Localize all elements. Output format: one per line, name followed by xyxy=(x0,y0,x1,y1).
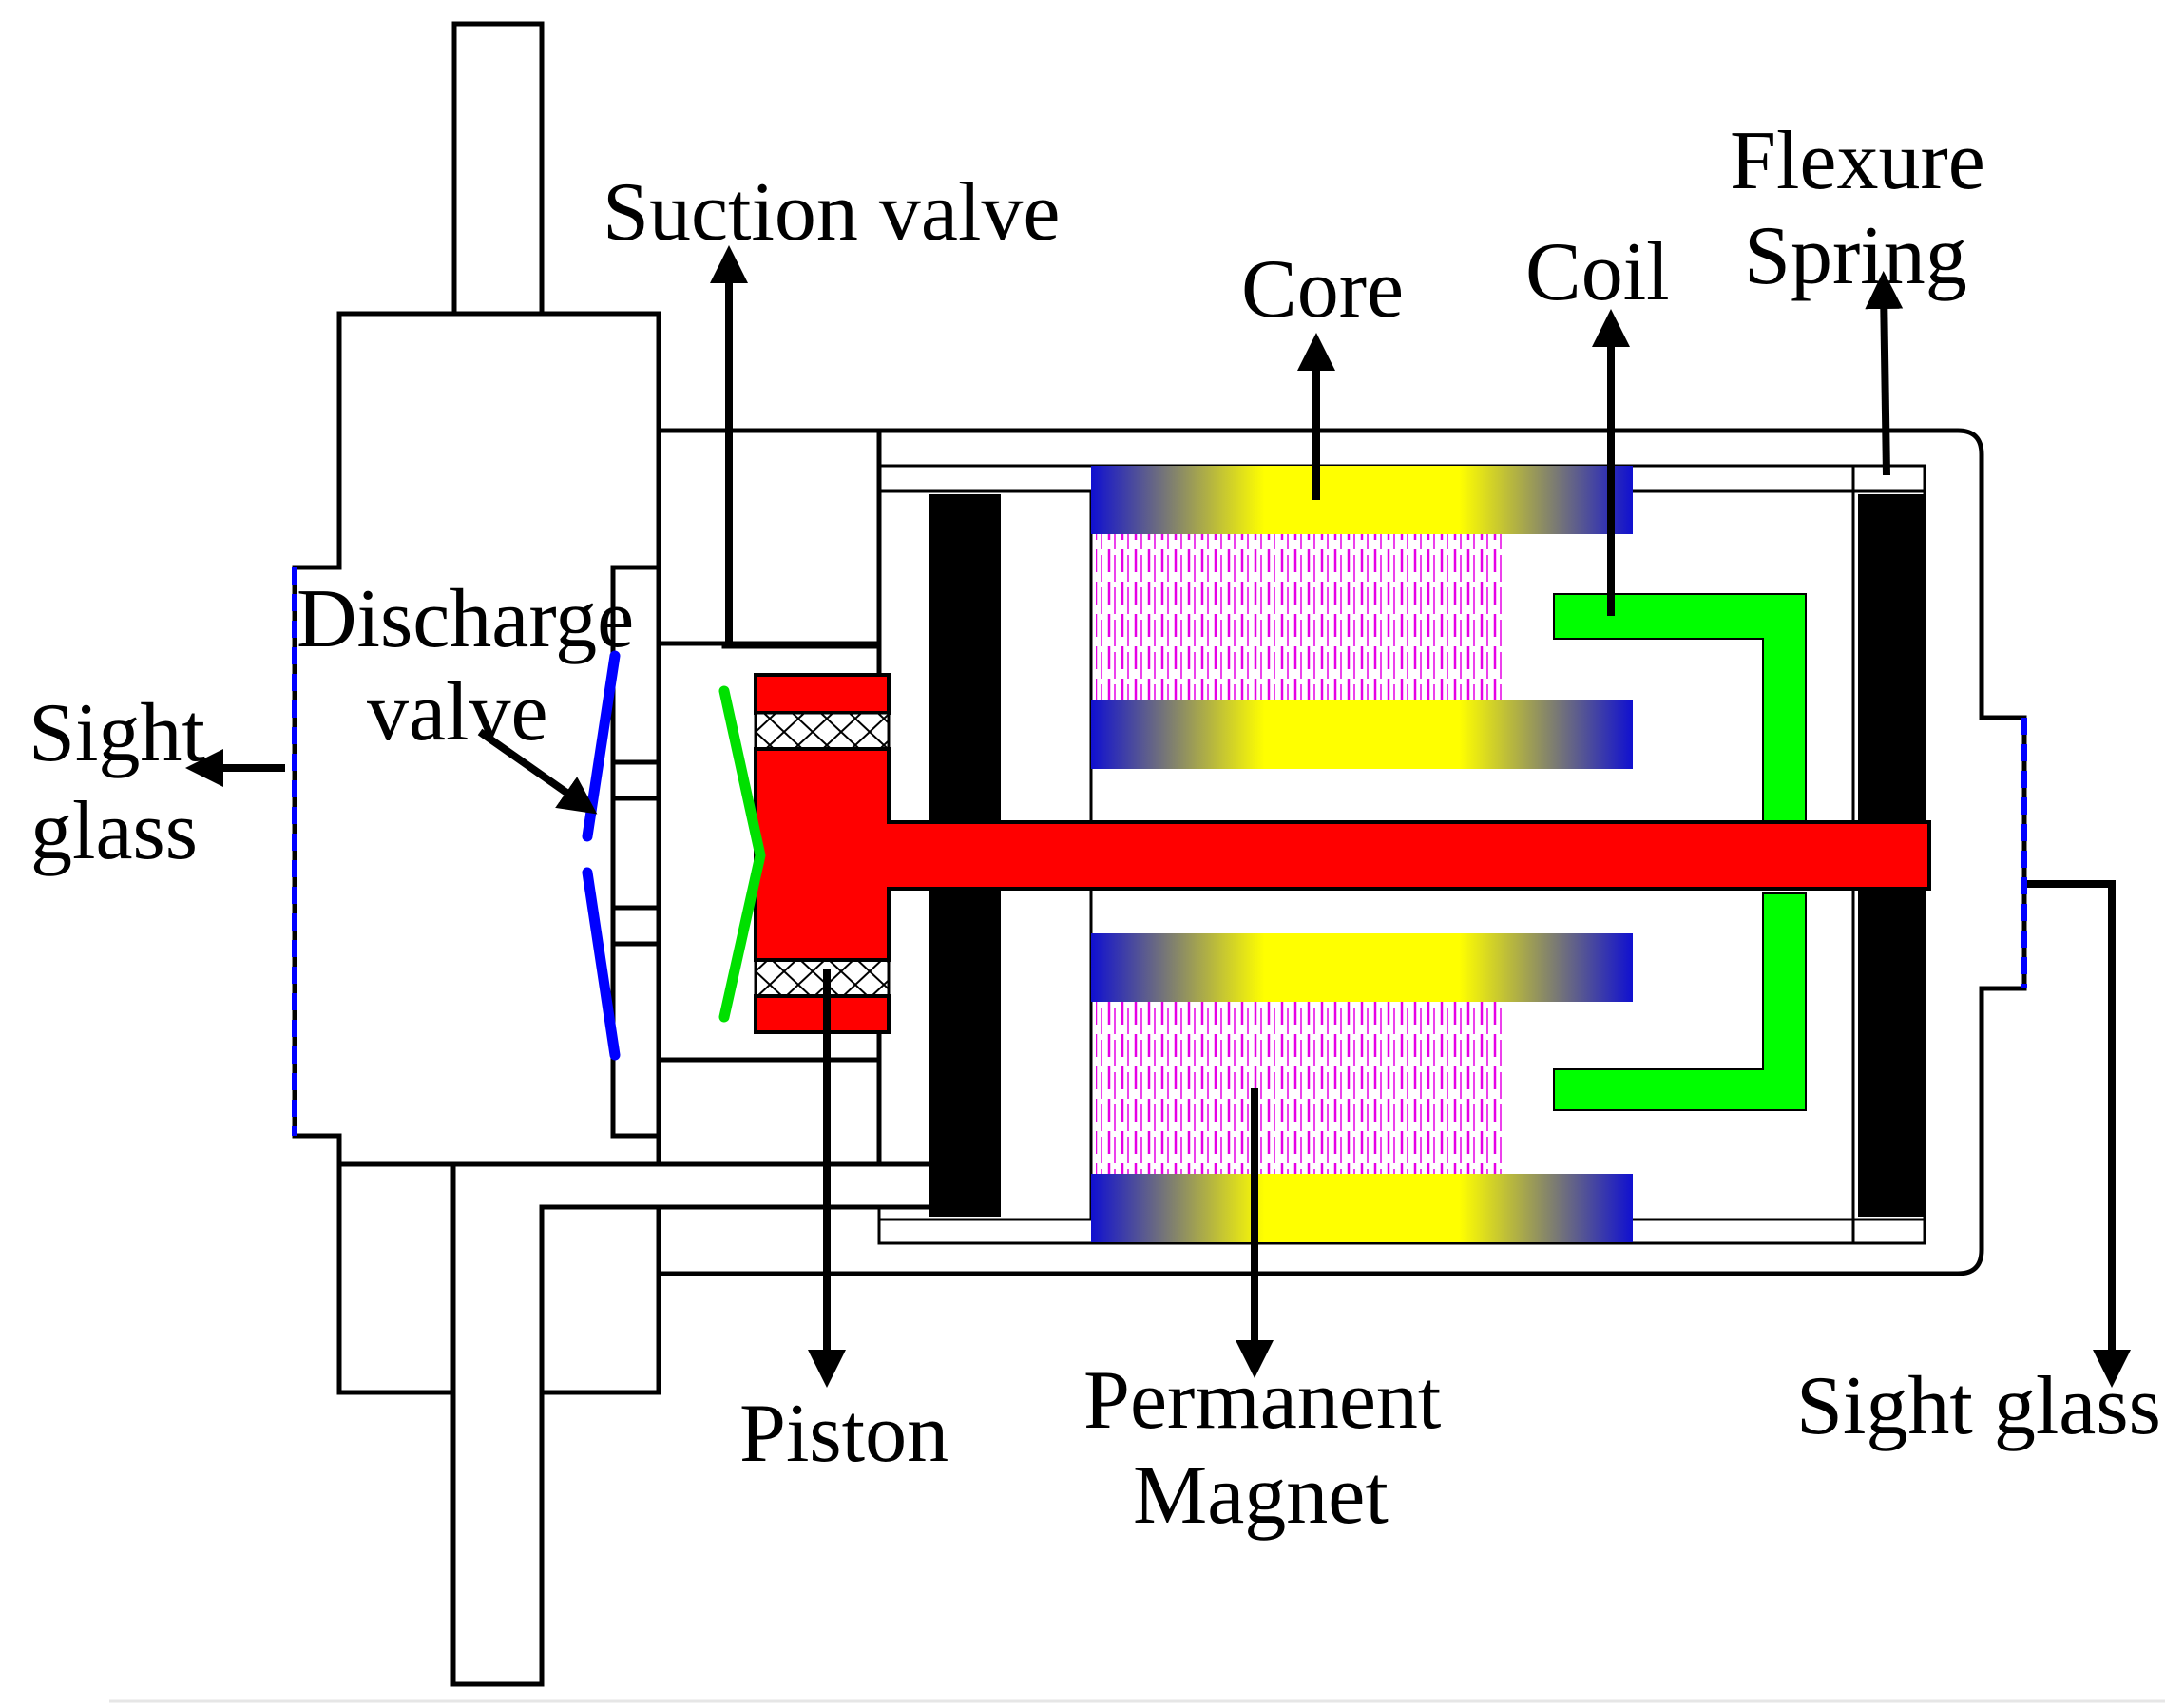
piston-ring-bottom xyxy=(754,994,891,1034)
label-sight-glass-right: Sight glass xyxy=(1796,1360,2161,1452)
arrow-sight-glass-right xyxy=(2027,880,2131,1388)
core-inner-top xyxy=(1091,700,1633,769)
cylinder-body xyxy=(656,428,882,649)
permanent-magnet-top xyxy=(1096,534,1504,700)
port-lower xyxy=(610,905,661,947)
label-discharge-valve-line1: Discharge xyxy=(297,573,634,665)
label-permanent-magnet-line2: Magnet xyxy=(1133,1449,1389,1542)
bearing-top xyxy=(754,711,891,751)
discharge-valve-lower xyxy=(582,867,621,1061)
label-flexure-spring-line2: Spring xyxy=(1744,210,1967,302)
label-flexure-spring-line1: Flexure xyxy=(1730,115,1985,207)
label-permanent-magnet-line1: Permanent xyxy=(1083,1354,1441,1447)
label-sight-glass-left-line1: Sight xyxy=(29,687,205,779)
permanent-magnet-bottom xyxy=(1096,1002,1504,1174)
label-core: Core xyxy=(1241,243,1404,336)
label-suction-valve: Suction valve xyxy=(603,166,1060,259)
label-coil: Coil xyxy=(1525,226,1670,318)
arrow-flexure-spring xyxy=(1865,271,1904,476)
label-sight-glass-left-line2: glass xyxy=(30,785,198,877)
coil-bottom xyxy=(1553,892,1807,1111)
label-piston: Piston xyxy=(739,1388,948,1480)
suction-valve-reed xyxy=(718,685,766,1023)
cylinder-body-lower xyxy=(656,1057,882,1167)
piston xyxy=(754,747,1931,962)
core-outer-bottom xyxy=(1091,1174,1633,1242)
port-upper xyxy=(610,759,661,801)
arrow-discharge-valve xyxy=(477,728,598,815)
label-discharge-valve-line2: valve xyxy=(367,666,548,758)
core-outer-top xyxy=(1091,466,1633,534)
core-inner-bottom xyxy=(1091,933,1633,1002)
top-inlet-pipe xyxy=(451,21,545,317)
piston-ring-top xyxy=(754,673,891,715)
bearing-bottom xyxy=(754,958,891,998)
